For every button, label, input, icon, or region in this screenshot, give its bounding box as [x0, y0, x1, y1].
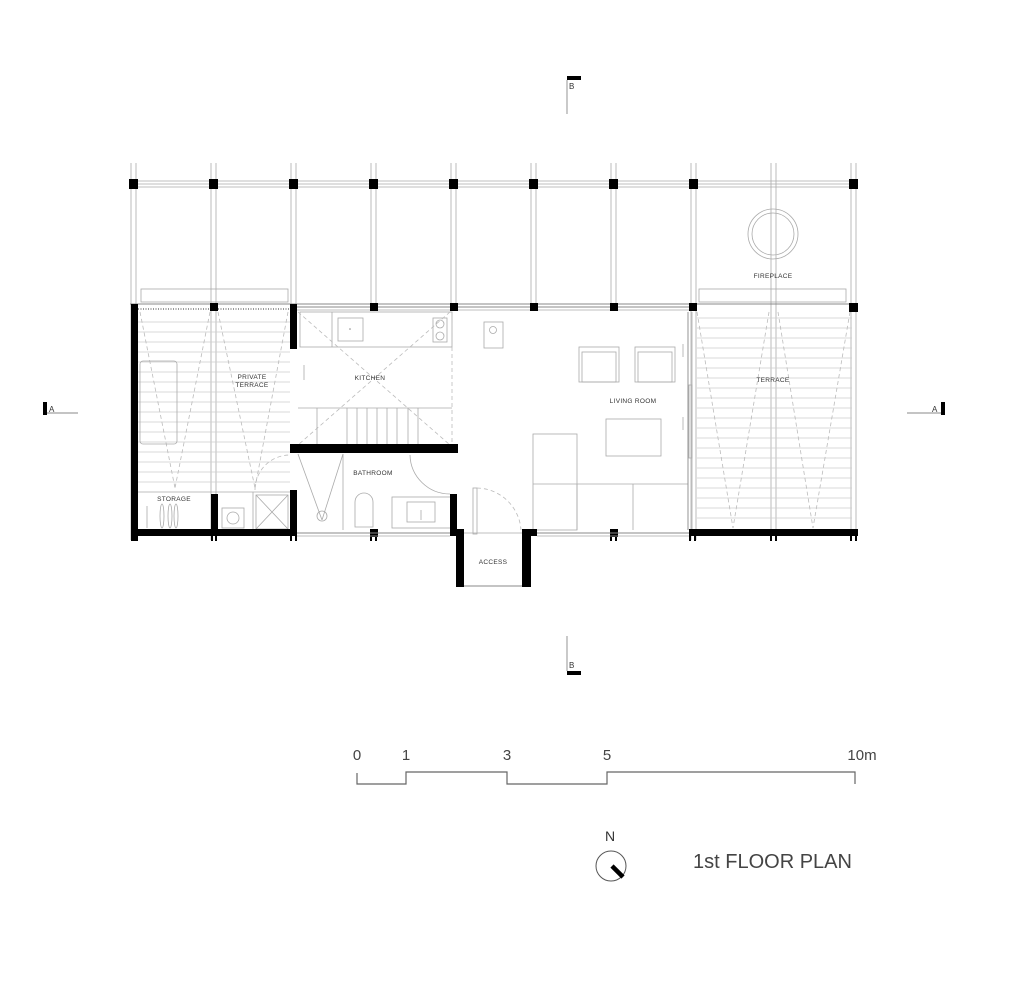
svg-text:A: A	[49, 405, 55, 414]
south-glazing	[297, 532, 689, 537]
section-marker-b-top: B	[566, 76, 581, 114]
north-facade	[130, 303, 858, 312]
terrace: TERRACE	[696, 311, 852, 529]
section-marker-a-left: A	[43, 402, 78, 415]
room-label-access: ACCESS	[479, 559, 508, 566]
drawing-title: 1st FLOOR PLAN	[693, 851, 852, 873]
walls	[131, 304, 858, 587]
scale-label-1: 1	[402, 747, 410, 764]
kitchen: KITCHEN	[297, 311, 453, 446]
room-label-kitchen: KITCHEN	[355, 375, 386, 382]
svg-text:A: A	[932, 405, 938, 414]
room-label-private-terrace-2: TERRACE	[235, 382, 269, 389]
bench-right	[698, 288, 847, 303]
room-label-living-room: LIVING ROOM	[610, 398, 657, 405]
svg-text:B: B	[569, 82, 574, 91]
scale-label-0: 0	[353, 747, 361, 764]
north-arrow-icon: N	[595, 828, 627, 882]
living-room: LIVING ROOM	[483, 312, 693, 531]
fireplace: FIREPLACE	[747, 208, 799, 280]
scale-label-10: 10m	[847, 747, 876, 764]
room-label-terrace: TERRACE	[756, 377, 790, 384]
north-label: N	[605, 828, 615, 844]
section-marker-a-right: A	[907, 402, 945, 415]
pergola-structure	[129, 163, 858, 540]
bench-left	[140, 288, 289, 303]
scale-label-5: 5	[603, 747, 611, 764]
room-label-fireplace: FIREPLACE	[754, 273, 793, 280]
access: ACCESS	[464, 487, 522, 587]
room-label-private-terrace-1: PRIVATE	[238, 374, 267, 381]
svg-text:B: B	[569, 661, 574, 670]
room-label-storage: STORAGE	[157, 496, 191, 503]
section-marker-b-bottom: B	[566, 636, 581, 675]
room-label-bathroom: BATHROOM	[353, 470, 392, 477]
bathroom: BATHROOM	[297, 453, 453, 530]
scale-bar: 0 1 3 5 10m	[353, 747, 877, 785]
private-terrace: PRIVATE TERRACE	[138, 311, 291, 491]
scale-label-3: 3	[503, 747, 511, 764]
